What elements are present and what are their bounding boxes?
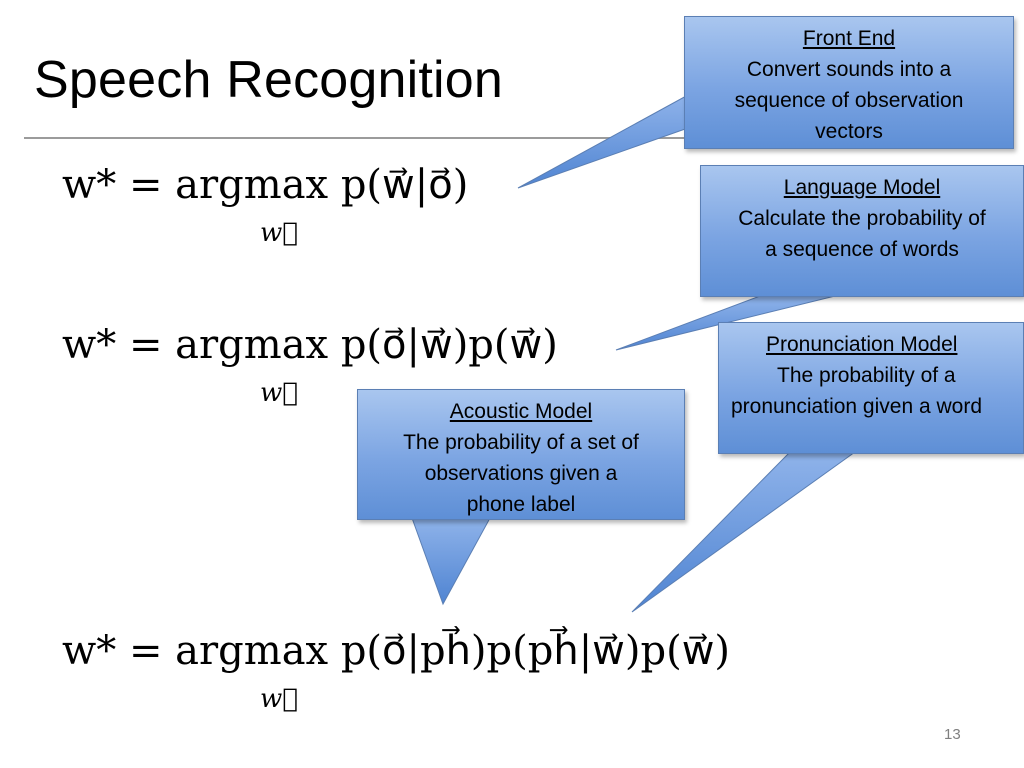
language-model-line-2: a sequence of words: [765, 238, 959, 261]
front-end-line-3: vectors: [815, 120, 883, 143]
page-number: 13: [944, 726, 961, 743]
equation-2-subscript: w⃗: [260, 378, 298, 408]
pronunciation-model-line-2: pronunciation given a word: [731, 395, 982, 418]
front-end-callout: Front End Convert sounds into a sequence…: [684, 16, 1014, 149]
slide-title: Speech Recognition: [34, 51, 504, 109]
front-end-heading: Front End: [802, 27, 896, 50]
equation-2-lhs: w* = argmax: [62, 322, 329, 368]
equation-1-rhs: p(w⃗|o⃗): [340, 162, 469, 208]
acoustic-model-pointer: [411, 517, 491, 606]
equation-3-lhs: w* = argmax: [62, 628, 329, 674]
front-end-line-1: Convert sounds into a: [746, 58, 952, 81]
language-model-line-1: Calculate the probability of: [738, 207, 986, 230]
equation-2-rhs: p(o⃗|w⃗)p(w⃗): [340, 322, 558, 368]
acoustic-model-line-2: observations given a: [424, 462, 618, 485]
title-divider: [24, 137, 924, 139]
front-end-pointer: [517, 94, 689, 189]
acoustic-model-callout: Acoustic Model The probability of a set …: [357, 389, 685, 520]
language-model-callout: Language Model Calculate the probability…: [700, 165, 1024, 297]
acoustic-model-heading: Acoustic Model: [449, 400, 593, 423]
equation-3-subscript: w⃗: [260, 684, 298, 714]
pronunciation-model-heading: Pronunciation Model: [766, 333, 958, 356]
acoustic-model-line-3: phone label: [466, 493, 576, 516]
front-end-line-2: sequence of observation: [734, 89, 964, 112]
equation-1-subscript: w⃗: [260, 218, 298, 248]
pronunciation-model-callout: Pronunciation Model The probability of a…: [718, 322, 1024, 454]
equation-1-lhs: w* = argmax: [62, 162, 329, 208]
equation-1: w* = argmax p(w⃗|o⃗) w⃗: [62, 162, 469, 248]
equation-3-rhs: p(o⃗|ph⃗)p(ph⃗|w⃗)p(w⃗): [340, 628, 731, 674]
equation-2: w* = argmax p(o⃗|w⃗)p(w⃗) w⃗: [62, 322, 558, 408]
language-model-heading: Language Model: [783, 176, 941, 199]
equation-3: w* = argmax p(o⃗|ph⃗)p(ph⃗|w⃗)p(w⃗) w⃗: [62, 628, 731, 714]
pronunciation-model-line-1: The probability of a: [777, 364, 956, 387]
acoustic-model-line-1: The probability of a set of: [403, 431, 639, 454]
